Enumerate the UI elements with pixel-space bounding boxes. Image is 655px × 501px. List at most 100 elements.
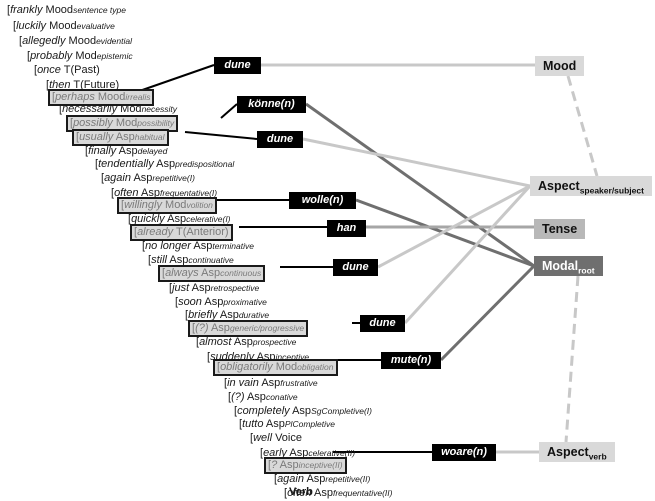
connector-line <box>184 131 258 140</box>
projection-box: Mood <box>535 56 585 76</box>
head-subscript: predispositional <box>175 159 235 169</box>
functional-head: Asp <box>115 131 135 143</box>
adverb: obligatorily <box>220 361 273 373</box>
hierarchy-row: [always Aspcontinuous <box>158 265 266 282</box>
projection-label: Modal <box>542 259 579 273</box>
functional-head: Asp <box>193 240 213 252</box>
adverb: almost <box>199 336 232 348</box>
hierarchy-row: [frankly Moodsentence type <box>7 4 126 17</box>
bracket: [ <box>85 145 89 157</box>
connector-line <box>564 275 580 443</box>
adverb: (?) <box>195 322 209 334</box>
form-box: dune <box>360 315 405 332</box>
bracket: [ <box>250 432 254 444</box>
connector-line <box>302 137 531 188</box>
form-box: dune <box>333 259 378 276</box>
bracket: [ <box>228 391 232 403</box>
adverb: no longer <box>145 240 191 252</box>
bracket: [ <box>59 103 63 115</box>
functional-head: Asp <box>169 254 189 266</box>
connector-line <box>566 75 599 177</box>
connector-line <box>355 198 535 268</box>
head-subscript: repetitive(I) <box>152 173 195 183</box>
functional-head: Asp <box>233 336 253 348</box>
functional-head: Asp <box>289 447 309 459</box>
projection-box: Modalroot <box>534 256 603 276</box>
functional-head: Asp <box>133 172 153 184</box>
head-subscript: repetitive(II) <box>325 474 371 484</box>
adverb: once <box>37 64 61 76</box>
head-subscript: SgCompletive(I) <box>311 406 372 416</box>
head-subscript: frequentative(I) <box>159 188 218 198</box>
projection-label: Aspect <box>538 179 580 193</box>
hierarchy-row: [almost Aspprospective <box>196 336 296 349</box>
adverb: always <box>165 267 199 279</box>
head-subscript: retrospective <box>210 283 260 293</box>
hierarchy-row: [early Aspcelerative(II) <box>260 447 355 460</box>
hierarchy-row: [soon Aspproximative <box>175 296 267 309</box>
functional-head: Mod <box>275 361 298 373</box>
adverb: again <box>104 172 131 184</box>
form-box: woare(n) <box>432 444 496 461</box>
bracket: [ <box>52 91 56 103</box>
verb-label: Verb <box>289 486 313 498</box>
functional-head: Asp <box>156 158 176 170</box>
functional-head: Mood <box>45 4 74 16</box>
functional-head: Asp <box>210 322 230 334</box>
bracket: [ <box>111 187 115 199</box>
hierarchy-row: [often Aspfrequentative(I) <box>111 187 217 200</box>
adverb: tendentially <box>98 158 154 170</box>
adverb: often <box>114 187 139 199</box>
functional-head: T(Past) <box>63 64 100 76</box>
adverb: luckily <box>16 20 47 32</box>
adverb: completely <box>237 405 290 417</box>
adverb: often <box>287 487 312 499</box>
functional-head: Mood <box>49 20 77 32</box>
adverb: just <box>172 282 190 294</box>
hierarchy-row: [perhaps Moodirrealis <box>48 89 155 106</box>
adverb: finally <box>88 145 117 157</box>
head-subscript: generic/progressive <box>229 323 305 333</box>
hierarchy-row: [(?) Aspconative <box>228 391 298 404</box>
functional-head: Asp <box>140 187 160 199</box>
adverb: still <box>151 254 167 266</box>
head-subscript: terminative <box>212 241 254 251</box>
connector-line <box>220 103 238 119</box>
hierarchy-row: [finally Aspdelayed <box>85 145 167 158</box>
form-box: han <box>327 220 366 237</box>
bracket: [ <box>260 447 264 459</box>
bracket: [ <box>27 50 31 62</box>
head-subscript: prospective <box>252 337 297 347</box>
hierarchy-row: [allegedly Moodevidential <box>19 35 132 48</box>
bracket: [ <box>128 213 132 225</box>
adverb: already <box>137 226 174 238</box>
hierarchy-row: [(?) Aspgeneric/progressive <box>188 320 309 337</box>
projection-label: Tense <box>542 222 578 236</box>
adverb: well <box>253 432 273 444</box>
projection-box: Tense <box>534 219 586 239</box>
bracket: [ <box>175 296 179 308</box>
adverb: quickly <box>131 213 165 225</box>
hierarchy-row: [once T(Past) <box>34 64 100 77</box>
connector-line <box>305 102 535 268</box>
bracket: [ <box>224 377 228 389</box>
functional-head: Mod <box>75 50 97 62</box>
bracket: [ <box>185 309 189 321</box>
projection-box: Aspectverb <box>539 442 615 462</box>
adverb: (?) <box>231 391 245 403</box>
bracket: [ <box>7 4 11 16</box>
functional-head: Voice <box>275 432 302 444</box>
head-subscript: obligation <box>297 362 334 372</box>
functional-head: Asp <box>313 487 333 499</box>
head-subscript: proximative <box>223 297 267 307</box>
adverb: allegedly <box>22 35 66 47</box>
hierarchy-row: [luckily Moodevaluative <box>13 20 115 33</box>
head-subscript: sentence type <box>73 5 126 15</box>
functional-head: Asp <box>219 309 239 321</box>
functional-head: Asp <box>167 213 187 225</box>
head-subscript: necessity <box>141 104 177 114</box>
functional-head: T(Future) <box>73 79 120 91</box>
hierarchy-row: [? Aspinceptive(II) <box>264 457 347 474</box>
head-subscript: celerative(II) <box>308 448 356 458</box>
